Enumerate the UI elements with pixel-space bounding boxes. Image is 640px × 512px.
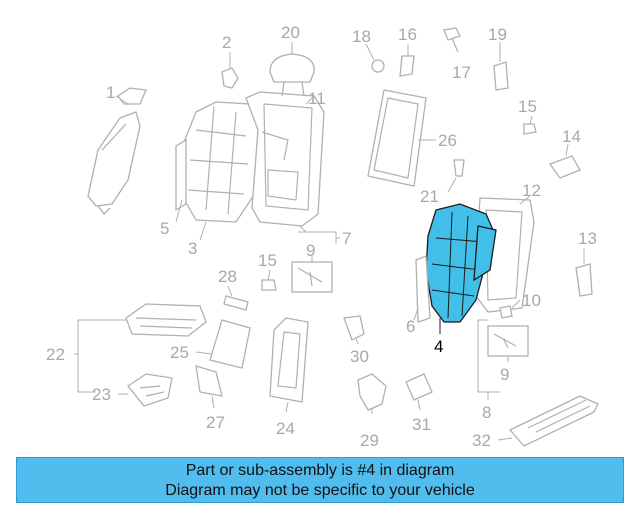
part-9-right-bolt [487,325,529,362]
part-31-clip [405,373,433,411]
callout-10: 10 [522,291,541,310]
part-26-panel [367,89,436,187]
part-6-side-trim [413,255,431,323]
part-28-strip [223,285,249,311]
callout-15-upper: 15 [518,97,537,116]
callout-16: 16 [398,25,417,44]
part-21-fastener [447,159,465,193]
part-14-bracket [548,143,581,179]
callout-4: 4 [434,337,443,356]
part-30-bracket [343,315,365,345]
part-10-bolt [499,299,521,319]
callout-23: 23 [92,385,111,404]
callout-20: 20 [281,23,300,42]
part-20-headrest [269,42,315,97]
callout-22: 22 [46,345,65,364]
callout-6: 6 [406,317,415,336]
part-29-bracket [357,373,387,414]
banner-line-1: Part or sub-assembly is #4 in diagram [185,462,455,479]
part-4-seatback-cushion-highlighted [425,203,497,334]
part-24-frame [269,317,309,413]
bracket-7 [298,225,340,244]
callout-15-lower: 15 [258,251,277,270]
callout-9-right: 9 [500,365,509,384]
callout-25: 25 [170,343,189,362]
parts-diagram: 1 2 5 3 11 20 18 16 [46,23,599,450]
callout-29: 29 [360,431,379,450]
bracket-8 [477,319,500,400]
part-32-trim [497,395,599,447]
callout-17: 17 [452,63,471,82]
part-13-bracket [575,248,593,297]
callout-9-left: 9 [306,241,315,260]
part-3-seatback-cushion [175,101,263,241]
bracket-22 [74,319,126,393]
callout-11: 11 [308,89,326,108]
info-banner: Part or sub-assembly is #4 in diagram Di… [16,457,624,503]
callout-21: 21 [420,187,439,206]
part-23-clip [118,373,173,407]
callout-3: 3 [188,239,197,258]
part-1-side-bolster [87,87,147,215]
callout-18: 18 [352,27,371,46]
callout-8: 8 [482,403,491,422]
callout-19: 19 [488,25,507,44]
callout-1: 1 [106,83,115,102]
callout-7: 7 [342,229,351,248]
callout-27: 27 [206,413,225,432]
part-19-cover [493,42,509,91]
callout-13: 13 [578,229,597,248]
part-18-clip [365,43,385,73]
callout-2: 2 [222,33,231,52]
callout-26: 26 [438,131,457,150]
part-15-upper-bolt [523,115,537,135]
part-16-bracket [399,44,415,77]
callout-30: 30 [350,347,369,366]
banner-line-2: Diagram may not be specific to your vehi… [165,482,475,499]
callout-5: 5 [160,219,169,238]
callout-12: 12 [522,181,541,200]
part-22-tray [125,303,207,337]
part-2-clip [221,52,239,89]
callout-32: 32 [472,431,491,450]
part-15-lower-bolt [261,269,277,291]
callout-28: 28 [218,267,237,286]
part-17-bolt [443,27,461,53]
part-11-seatback-frame [245,91,325,227]
part-9-left-bolt [291,256,333,293]
callout-24: 24 [276,419,295,438]
part-25-pad [195,319,251,369]
part-27-cover [195,365,223,409]
callout-31: 31 [412,415,431,434]
callout-14: 14 [562,127,581,146]
